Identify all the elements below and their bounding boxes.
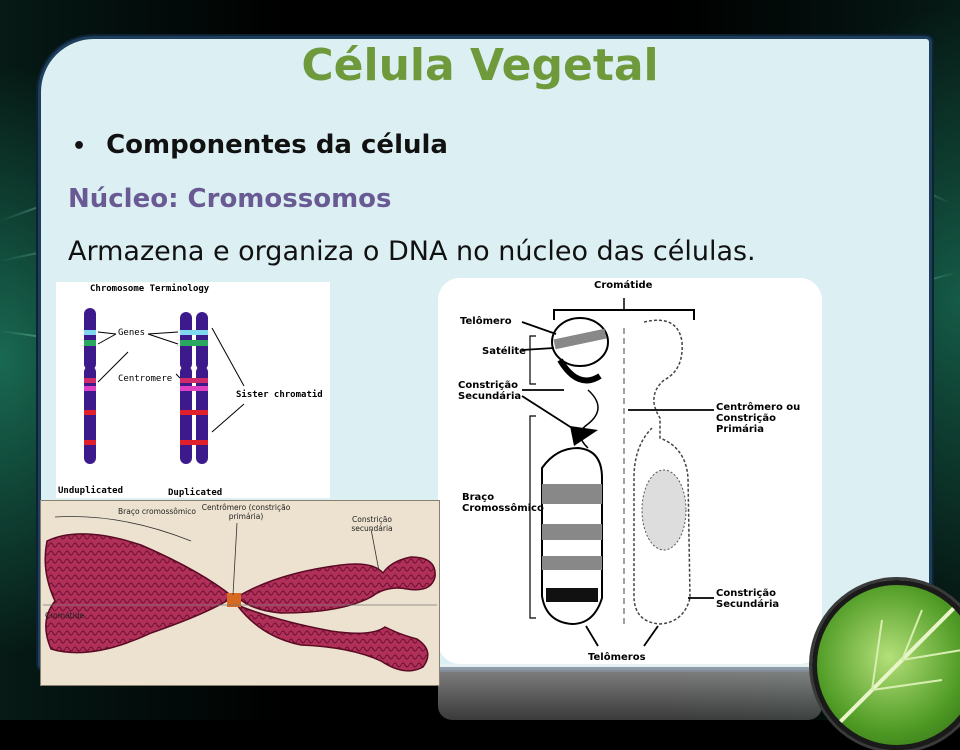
slide-title: Célula Vegetal bbox=[301, 40, 659, 91]
label-constricao-secundaria-2: Constrição Secundária bbox=[716, 588, 780, 610]
micrograph-drawing bbox=[43, 516, 437, 672]
bullet-item: • Componentes da célula bbox=[72, 130, 448, 160]
label-genes: Genes bbox=[118, 328, 146, 338]
chromosome-structure-figure: Cromátide Telômero Satélite Constrição S… bbox=[438, 278, 822, 664]
bullet-text: Componentes da célula bbox=[106, 130, 448, 160]
chromosome-micrograph-figure: Braço cromossômico Centrômero (constriçã… bbox=[40, 500, 440, 686]
label-unduplicated: Unduplicated bbox=[58, 486, 124, 496]
label-cromatide: Cromátide bbox=[594, 280, 653, 291]
label-sister-chromatid: Sister chromatid bbox=[236, 390, 323, 400]
chromosome-diagram bbox=[84, 308, 245, 464]
label-telomero: Telômero bbox=[460, 316, 512, 327]
chromosome-terminology-figure: Chromosome Terminology bbox=[56, 282, 330, 498]
bullet-dot-icon: • bbox=[72, 134, 87, 159]
leaf-icon bbox=[830, 599, 960, 732]
label-constricao: Constrição secundária bbox=[351, 515, 393, 533]
label-duplicated: Duplicated bbox=[168, 488, 223, 498]
figure-reflection bbox=[438, 664, 822, 720]
label-cromatide-micro: Cromátide bbox=[45, 611, 85, 620]
label-constricao-secundaria: Constrição Secundária bbox=[458, 380, 522, 402]
label-telomeros: Telômeros bbox=[588, 652, 646, 663]
label-centromero-primaria: Centrômero (constrição primária) bbox=[201, 503, 291, 521]
chromosome-structure-diagram bbox=[521, 298, 714, 647]
label-braco: Braço cromossômico bbox=[118, 507, 196, 516]
label-braco-cromossomico: Braço Cromossômico bbox=[462, 492, 544, 514]
label-satelite: Satélite bbox=[482, 346, 526, 357]
subtitle: Núcleo: Cromossomos bbox=[68, 184, 392, 214]
figure-title: Chromosome Terminology bbox=[90, 284, 210, 294]
leaf-logo bbox=[812, 580, 960, 750]
label-centromero: Centrômero ou Constrição Primária bbox=[716, 402, 801, 435]
label-centromere: Centromere bbox=[118, 374, 173, 384]
description: Armazena e organiza o DNA no núcleo das … bbox=[68, 236, 756, 267]
